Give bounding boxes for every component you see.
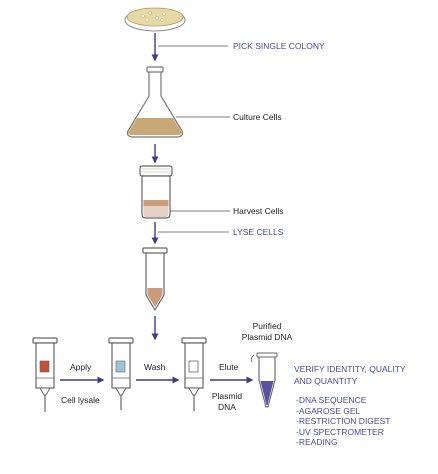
petri-dish-icon (124, 7, 186, 32)
microcentrifuge-tube-icon (250, 352, 278, 408)
verify-title-line1: VERIFY IDENTITY, QUALITY (294, 364, 406, 374)
verify-item: -DNA SEQUENCE (296, 395, 367, 405)
centrifuge-tube-icon (139, 165, 173, 219)
verify-title: VERIFY IDENTITY, QUALITY AND QUANTITY (294, 365, 406, 385)
spin-column-icon (32, 337, 58, 412)
spin-column-icon (181, 337, 207, 411)
elute-label: Elute (219, 362, 239, 372)
spin-column-icon (108, 337, 134, 410)
step-harvest-label: Harvest Cells (233, 206, 284, 216)
verify-methods-list: -DNA SEQUENCE -AGAROSE GEL -RESTRICTION … (296, 396, 390, 447)
verify-title-line2: AND QUANTITY (294, 375, 358, 386)
purified-plasmid-label: Purified Plasmid DNA (232, 322, 302, 341)
verify-item: -UV SPECTROMETER (296, 426, 384, 437)
verify-item: -AGAROSE GEL (296, 405, 361, 416)
plasmid-dna-label-line2: DNA (218, 401, 236, 412)
step-pick-label: PICK SINGLE COLONY (233, 41, 325, 51)
erlenmeyer-flask-icon (126, 66, 184, 138)
conical-tube-icon (142, 247, 168, 312)
verify-item: -RESTRICTION DIGEST (296, 416, 391, 426)
plasmid-dna-label-line1: Plasmid (211, 391, 243, 401)
step-lyse-label: LYSE CELLS (233, 227, 284, 237)
verify-item: -READING (296, 437, 338, 447)
apply-label: Apply (70, 362, 92, 372)
purified-label-line2: Plasmid DNA (241, 331, 293, 342)
step-culture-label: Culture Cells (233, 112, 282, 122)
wash-label: Wash (144, 362, 166, 372)
cell-lysate-label: Cell lysale (61, 395, 100, 405)
plasmid-dna-label: Plasmid DNA (210, 392, 244, 411)
purified-label-line1: Purified (252, 321, 282, 331)
